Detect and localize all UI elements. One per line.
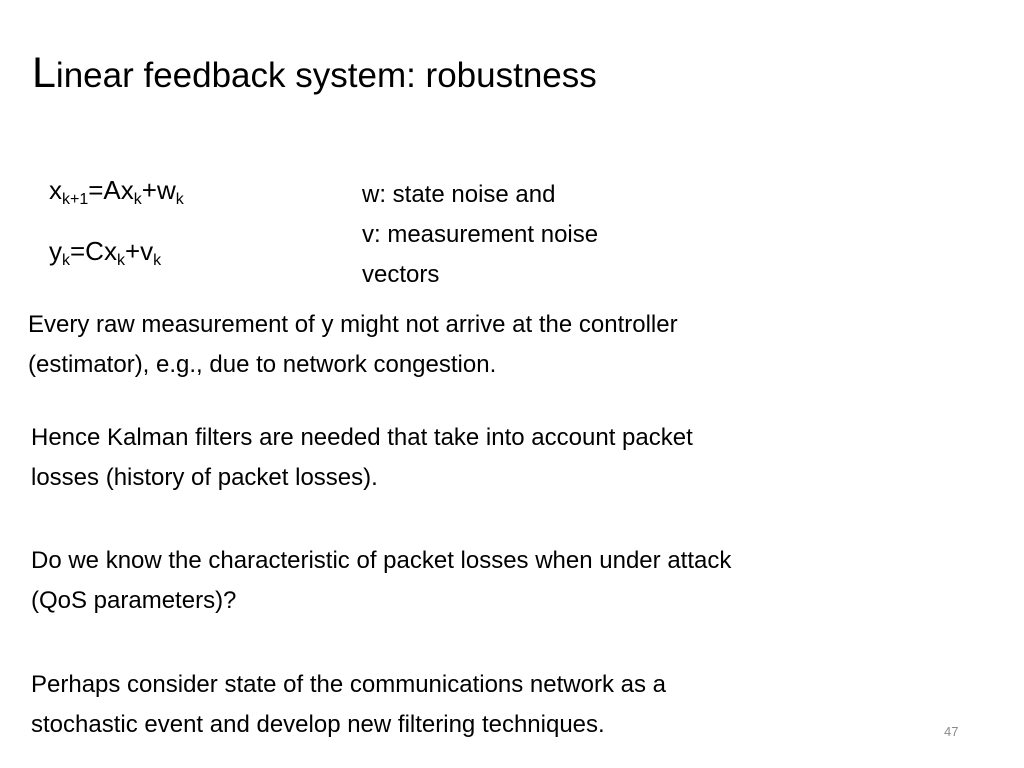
- slide-number: 47: [944, 724, 959, 739]
- eq2-mid: =Cx: [70, 236, 117, 266]
- paragraph-stochastic-filtering: Perhaps consider state of the communicat…: [31, 665, 666, 745]
- eq1-mid: =Ax: [88, 175, 134, 205]
- measurement-equation: yk=Cxk+vk: [49, 236, 161, 269]
- eq1-rhs-subscript: k: [175, 191, 184, 208]
- paragraph-line: losses (history of packet losses).: [31, 464, 378, 491]
- eq1-mid-subscript: k: [133, 191, 142, 208]
- noise-description: w: state noise and v: measurement noise …: [362, 175, 598, 295]
- paragraph-line: Do we know the characteristic of packet …: [31, 547, 732, 574]
- eq1-rhs: +w: [141, 175, 176, 205]
- eq1-lhs: x: [49, 175, 62, 205]
- title-rest: inear feedback system: robustness: [55, 56, 597, 95]
- paragraph-line: stochastic event and develop new filteri…: [31, 711, 605, 738]
- title-initial: L: [32, 49, 56, 97]
- paragraph-line: Every raw measurement of y might not arr…: [28, 311, 678, 338]
- paragraph-kalman-filters: Hence Kalman filters are needed that tak…: [31, 418, 693, 498]
- paragraph-line: Perhaps consider state of the communicat…: [31, 671, 666, 698]
- paragraph-measurement-arrival: Every raw measurement of y might not arr…: [28, 305, 678, 385]
- eq2-lhs: y: [49, 236, 62, 266]
- noise-line: w: state noise and: [362, 181, 556, 208]
- eq1-lhs-subscript: k+1: [62, 191, 89, 208]
- eq2-lhs-subscript: k: [62, 252, 70, 269]
- slide-title: Linear feedback system: robustness: [32, 48, 597, 100]
- paragraph-line: Hence Kalman filters are needed that tak…: [31, 424, 693, 451]
- eq2-rhs-subscript: k: [153, 252, 162, 269]
- noise-line: v: measurement noise: [362, 221, 599, 248]
- paragraph-line: (QoS parameters)?: [31, 587, 237, 614]
- paragraph-packet-loss-question: Do we know the characteristic of packet …: [31, 541, 731, 621]
- eq2-mid-subscript: k: [116, 252, 125, 269]
- eq2-rhs: +v: [124, 236, 154, 266]
- paragraph-line: (estimator), e.g., due to network conges…: [28, 351, 497, 378]
- state-equation: xk+1=Axk+wk: [49, 175, 184, 208]
- noise-line: vectors: [362, 261, 440, 288]
